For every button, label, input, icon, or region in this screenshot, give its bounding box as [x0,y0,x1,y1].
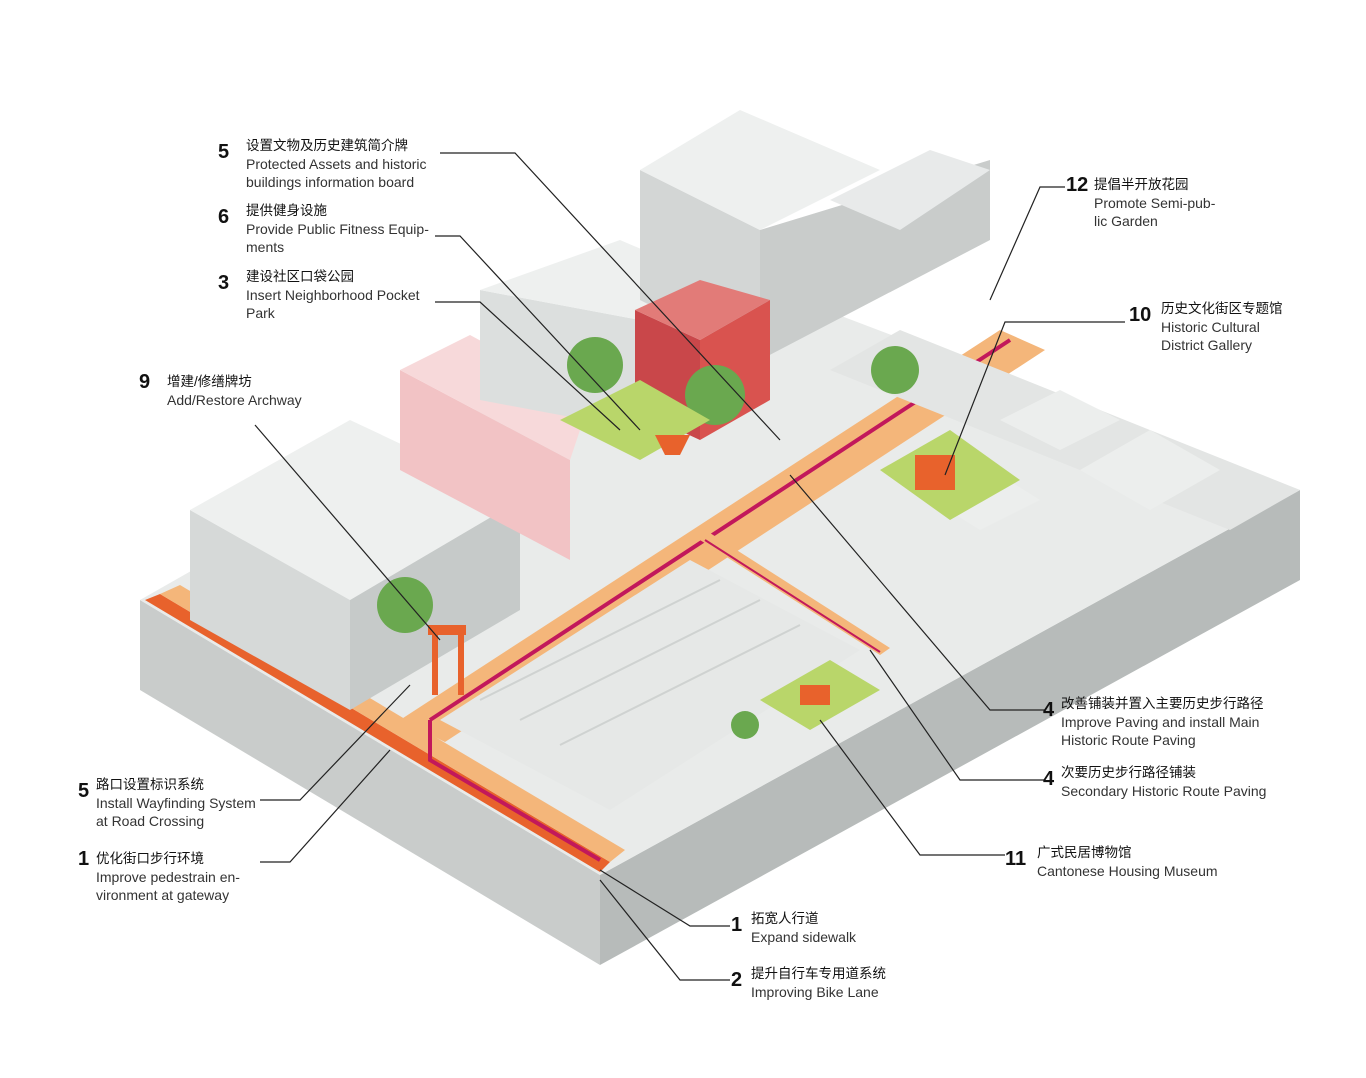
annotation-cn: 提供健身设施 [246,203,327,218]
annotation-number: 2 [731,969,743,991]
annotation-en: Park [246,305,275,321]
annotation-a5-bottom: 5 路口设置标识系统 Install Wayfinding System at … [78,776,256,830]
annotation-number: 11 [1005,848,1027,870]
leader-a1-left [260,749,391,863]
leader-a5-bottom [260,684,411,801]
leader-a9 [254,424,441,641]
annotation-en: Historic Route Paving [1061,732,1196,748]
district-gallery [880,430,1020,520]
archway [428,625,466,695]
annotation-en: Secondary Historic Route Paving [1061,783,1267,799]
annotation-a3: 3 建设社区口袋公园 Insert Neighborhood Pocket Pa… [218,268,420,322]
annotation-number: 5 [218,141,230,163]
annotation-a1-bottom: 1 拓宽人行道 Expand sidewalk [731,910,857,946]
annotation-en: Insert Neighborhood Pocket [246,287,420,303]
annotation-number: 5 [78,780,90,802]
annotation-cn: 提倡半开放花园 [1094,177,1189,192]
annotation-en: Improve pedestrain en- [96,869,240,885]
annotation-en: lic Garden [1094,213,1158,229]
annotation-cn: 增建/修缮牌坊 [167,374,252,389]
leader-a12 [989,186,1065,301]
main-street-paving [400,330,1045,862]
annotation-en: District Gallery [1161,337,1253,353]
pocket-park [560,380,710,460]
annotation-a4-main: 4 改善铺装并置入主要历史步行路径 Improve Paving and ins… [1043,695,1264,749]
leader-a5-top [440,152,781,441]
annotation-cn: 提升自行车专用道系统 [751,966,886,981]
annotation-cn: 改善铺装并置入主要历史步行路径 [1061,696,1264,711]
leader-a4-sec [869,649,1045,781]
annotation-a5-top: 5 设置文物及历史建筑简介牌 Protected Assets and hist… [218,137,427,191]
museum-courtyard [760,660,880,730]
museum-roofs [440,560,860,810]
trees [377,337,919,739]
annotation-en: Improve Paving and install Main [1061,714,1260,730]
annotation-cn: 建设社区口袋公园 [246,269,354,284]
annotation-a9: 9 增建/修缮牌坊 Add/Restore Archway [139,372,302,409]
annotation-a4-sec: 4 次要历史步行路径铺装 Secondary Historic Route Pa… [1043,764,1267,800]
annotation-en: Add/Restore Archway [167,392,302,408]
annotation-cn: 设置文物及历史建筑简介牌 [246,138,408,153]
leader-lines [254,152,1125,981]
annotation-en: Cantonese Housing Museum [1037,863,1218,879]
annotation-number: 3 [218,272,230,294]
secondary-route [700,533,890,655]
annotation-en: Provide Public Fitness Equip- [246,221,429,237]
annotation-a10: 10 历史文化街区专题馆 Historic Cultural District … [1129,300,1283,354]
annotation-number: 6 [218,206,230,228]
annotation-en: Improving Bike Lane [751,984,879,1000]
annotation-en: Install Wayfinding System [96,795,256,811]
annotation-en: ments [246,239,285,255]
leader-a10 [944,321,1125,476]
annotation-cn: 优化街口步行环境 [96,851,204,866]
annotation-en: vironment at gateway [96,887,230,903]
annotation-number: 4 [1043,768,1055,790]
annotation-number: 4 [1043,699,1055,721]
annotation-en: Expand sidewalk [751,929,857,945]
annotation-en: buildings information board [246,174,415,190]
annotation-number: 12 [1066,174,1089,196]
leader-a3 [435,301,621,431]
annotation-cn: 拓宽人行道 [751,911,819,926]
back-buildings [480,110,990,430]
leader-a6 [435,235,641,431]
leader-a11 [819,719,1005,856]
annotation-a1-left: 1 优化街口步行环境 Improve pedestrain en- vironm… [78,849,240,904]
annotation-a12: 12 提倡半开放花园 Promote Semi-pub- lic Garden [1066,175,1216,230]
annotation-a6: 6 提供健身设施 Provide Public Fitness Equip- m… [218,202,429,256]
annotation-cn: 路口设置标识系统 [96,777,204,792]
annotation-en: at Road Crossing [96,813,205,829]
annotation-en: Historic Cultural [1161,319,1260,335]
annotation-number: 10 [1129,304,1152,326]
leader-a1-bottom [599,869,730,927]
annotation-en: Protected Assets and historic [246,156,427,172]
annotation-a2: 2 提升自行车专用道系统 Improving Bike Lane [731,965,886,1001]
annotation-number: 1 [731,914,743,936]
annotation-cn: 历史文化街区专题馆 [1161,301,1283,316]
annotation-a11: 11 广式民居博物馆 Cantonese Housing Museum [1005,844,1218,880]
annotation-cn: 广式民居博物馆 [1037,845,1132,860]
left-building-block [190,335,590,710]
annotation-number: 1 [78,848,90,870]
annotation-en: Promote Semi-pub- [1094,195,1216,211]
leader-a2 [599,879,730,981]
annotation-number: 9 [139,371,151,393]
annotation-cn: 次要历史步行路径铺装 [1061,765,1196,780]
leader-a4-main [789,474,1045,711]
